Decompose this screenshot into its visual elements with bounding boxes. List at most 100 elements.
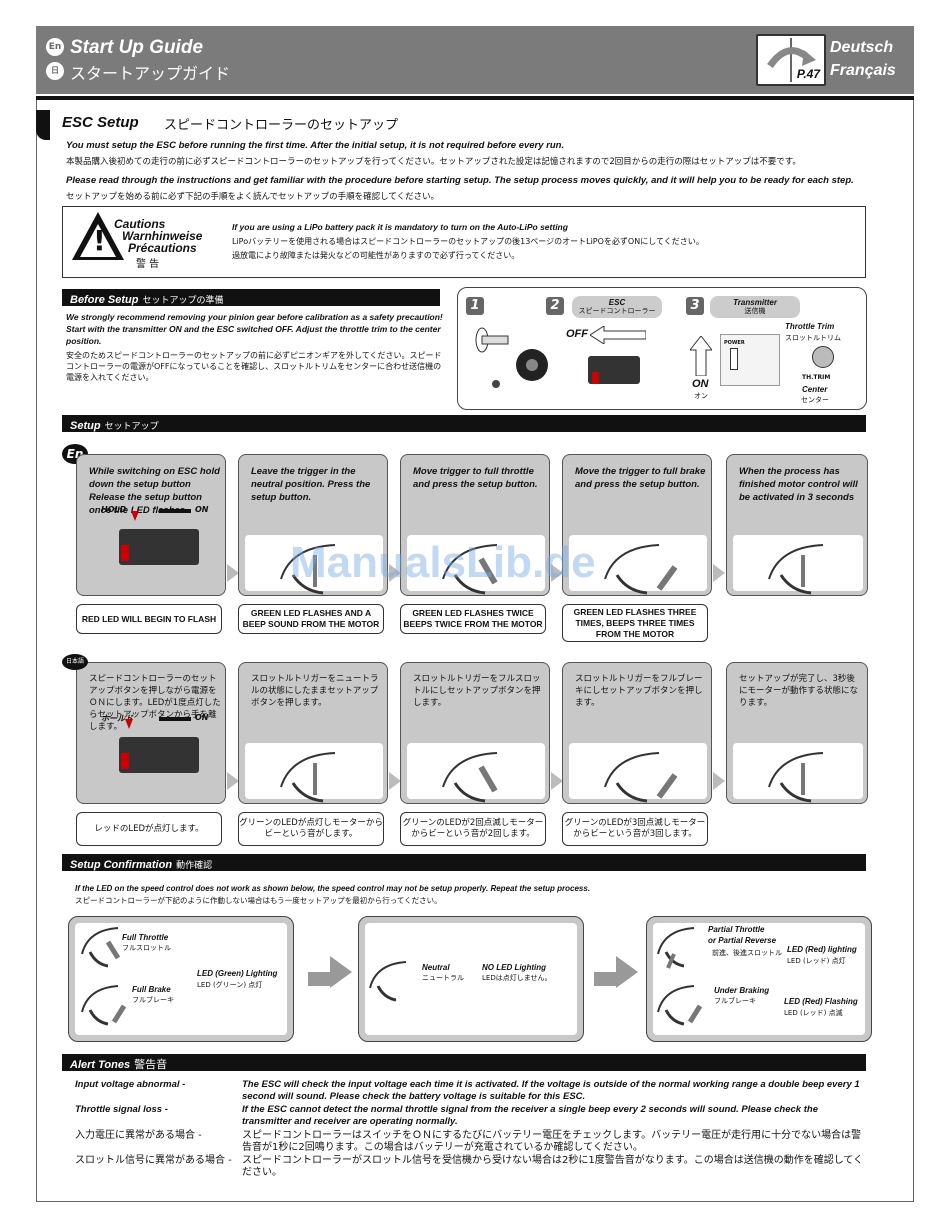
trigger-under-brake-icon — [657, 985, 703, 1026]
setup-step-card: Leave the trigger in the neutral positio… — [238, 454, 388, 596]
trigger-panel — [245, 743, 383, 803]
neutral-en: Neutral — [422, 963, 450, 972]
caution-en: Cautions — [114, 217, 166, 231]
setup-step-text: Leave the trigger in the neutral positio… — [251, 466, 371, 503]
trigger-panel — [733, 743, 863, 803]
no-led-en: NO LED Lighting — [482, 963, 546, 972]
no-led-jp: LEDは点灯しません。 — [482, 974, 552, 982]
page-ref[interactable]: P.47 — [796, 67, 820, 81]
caution-text-jp2: 過放電により故障または発火などの可能性がありますので必ず行ってください。 — [232, 251, 520, 260]
confirmation-intro-en: If the LED on the speed control does not… — [75, 884, 591, 893]
esc-label: ESC スピードコントローラー — [572, 296, 662, 318]
trigger-icon — [280, 752, 336, 803]
setup-step-text: Move trigger to full throttle and press … — [413, 466, 538, 490]
down-arrow-icon — [125, 719, 133, 729]
setup-title-jp: セットアップ — [104, 422, 159, 432]
hold-label: ホールド — [101, 714, 133, 723]
setup-step-card: Move the trigger to full brake and press… — [562, 454, 712, 596]
jp-tag: 日本語 — [62, 654, 88, 670]
section-accent — [36, 110, 50, 140]
up-arrow-icon — [690, 336, 712, 376]
alert-key-1: Input voltage abnormal - — [75, 1079, 186, 1090]
book-page-icon[interactable]: P.47 — [756, 34, 826, 86]
esc-red-wire — [592, 372, 599, 384]
caution-text-en: If you are using a LiPo battery pack it … — [232, 222, 568, 232]
esc-p2-jp: セットアップを始める前に必ず下記の手順をよく読んでセットアップの手順を確認してく… — [66, 192, 440, 202]
step-arrow-icon — [713, 772, 725, 790]
esc-setup-title-jp: スピードコントローラーのセットアップ — [164, 118, 399, 133]
lang-francais[interactable]: Français — [830, 62, 896, 79]
pinion-gear-icon — [475, 327, 548, 388]
setup-step-caption: レッドのLEDが点灯します。 — [76, 812, 222, 846]
trigger-icon — [442, 544, 498, 595]
caution-fr: Précautions — [128, 241, 197, 255]
esc-setup-title: ESC Setup — [62, 114, 139, 131]
warning-icon-inner — [80, 224, 116, 257]
trim-knob[interactable] — [812, 346, 834, 368]
alert-title: Alert Tones — [70, 1059, 131, 1071]
step-arrow-icon — [389, 772, 401, 790]
center-label-jp: センター — [801, 396, 829, 404]
confirmation-title: Setup Confirmation — [70, 859, 173, 871]
under-brake-jp: フルブレーキ — [714, 997, 756, 1005]
on-label: ON — [692, 378, 709, 390]
neutral-jp: ニュートラル — [422, 974, 464, 982]
before-setup-title: Before Setup — [70, 294, 139, 306]
step-arrow-icon — [551, 564, 563, 582]
under-brake-en: Under Braking — [714, 986, 770, 995]
trigger-partial-icon — [657, 927, 695, 969]
trigger-icon — [604, 544, 678, 595]
trigger-icon — [604, 752, 678, 803]
trigger-panel — [569, 535, 707, 595]
right-arrow-icon — [159, 509, 191, 513]
setup-step-text: スロットルトリガーをフルスロットルにしセットアップボタンを押します。 — [413, 674, 541, 708]
alert-title-jp: 警告音 — [134, 1058, 168, 1071]
esc-p2-en: Please read through the instructions and… — [66, 175, 854, 186]
setup-step-card: スピードコントローラーのセットアップボタンを押しながら電源をＯＮにします。LED… — [76, 662, 226, 804]
red-lighting-en: LED (Red) lighting — [787, 945, 857, 954]
lang-deutsch[interactable]: Deutsch — [830, 39, 894, 56]
trigger-panel — [245, 535, 383, 595]
partial-en1: Partial Throttle — [708, 925, 765, 934]
down-arrow-icon — [131, 511, 139, 521]
before-setup-text-en: We strongly recommend removing your pini… — [66, 312, 443, 346]
step-arrow-icon — [227, 772, 239, 790]
alert-value-2: If the ESC cannot detect the normal thro… — [242, 1104, 818, 1127]
trigger-panel — [407, 535, 545, 595]
esc-label-en: ESC — [608, 298, 626, 307]
step-number-1: 1 — [466, 297, 484, 315]
left-arrow-icon — [590, 326, 646, 344]
setup-title: Setup — [70, 420, 101, 432]
alert-value-3: スピードコントローラーはスイッチをＯＮにするたびにバッテリー電圧をチェックします… — [242, 1130, 862, 1153]
setup-step-caption: GREEN LED FLASHES AND A BEEP SOUND FROM … — [238, 604, 384, 634]
alert-key-4: スロットル信号に異常がある場合 - — [75, 1155, 232, 1166]
transmitter-label: Transmitter 送信機 — [710, 296, 800, 318]
hold-label: HOLD — [101, 505, 127, 514]
caution-jp: 警 告 — [136, 259, 160, 270]
trigger-icon — [442, 752, 498, 803]
alert-key-2: Throttle signal loss - — [75, 1104, 168, 1115]
step-arrow-icon — [551, 772, 563, 790]
full-throttle-jp: フルスロットル — [122, 944, 171, 952]
esc-p1-en: You must setup the ESC before running th… — [66, 140, 565, 151]
alert-key-3: 入力電圧に異常がある場合 - — [75, 1130, 202, 1141]
power-label: POWER — [724, 340, 745, 346]
green-led-jp: LED (グリーン) 点灯 — [197, 981, 263, 989]
esc-label-jp: スピードコントローラー — [578, 307, 656, 315]
power-switch[interactable] — [730, 348, 738, 370]
full-brake-en: Full Brake — [132, 985, 171, 994]
trigger-neutral-icon — [369, 961, 407, 1002]
setup-step-caption: グリーンのLEDが点灯しモーターからビーという音がします。 — [238, 812, 384, 846]
trigger-icon — [768, 752, 824, 803]
before-setup-panel — [457, 287, 867, 410]
before-setup-title-jp: セットアップの準備 — [142, 296, 224, 306]
title-en: Start Up Guide — [70, 37, 204, 58]
setup-step-text: スピードコントローラーのセットアップボタンを押しながら電源をＯＮにします。LED… — [89, 674, 221, 732]
exclamation-glyph: ! — [93, 224, 106, 257]
header-divider — [36, 96, 914, 100]
caution-text-jp1: LiPoバッテリーを使用される場合はスピードコントローラーのセットアップの後13… — [232, 237, 704, 246]
esc-p1-jp: 本製品購入後初めての走行の前に必ずスピードコントローラーのセットアップを行ってく… — [66, 157, 801, 167]
setup-step-card: When the process has finished motor cont… — [726, 454, 868, 596]
